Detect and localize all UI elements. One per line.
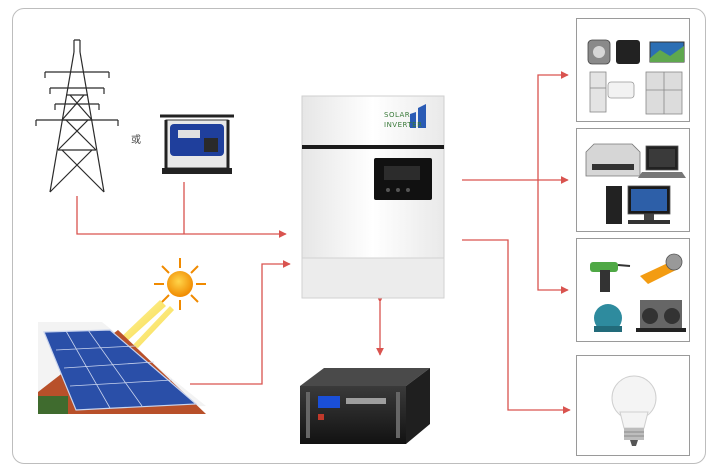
sun-rays (118, 300, 174, 348)
light-bulb-icon (611, 375, 657, 446)
generator-icon (160, 114, 234, 174)
power-transmission-tower-icon (35, 39, 119, 193)
inverter-brand-line2: INVERTER (384, 121, 423, 129)
solar-panel-icon (38, 322, 206, 414)
or-label: 或 (131, 135, 141, 146)
sun-icon (154, 258, 206, 310)
solar-to-inverter-line (190, 260, 291, 385)
inverter-to-appliances-line (462, 71, 569, 181)
power-tools-icon (590, 253, 686, 332)
grid-to-inverter-line (76, 196, 287, 238)
inverter-brand-line1: SOLAR (384, 111, 411, 119)
inverter-to-tools-line (537, 180, 569, 294)
inverter-to-lighting-line (462, 239, 571, 414)
home-appliances-icon (587, 39, 685, 115)
battery-pack-icon (300, 368, 430, 444)
connectors (76, 71, 571, 414)
office-equipment-icon (585, 143, 686, 224)
solar-inverter-icon (301, 95, 445, 299)
